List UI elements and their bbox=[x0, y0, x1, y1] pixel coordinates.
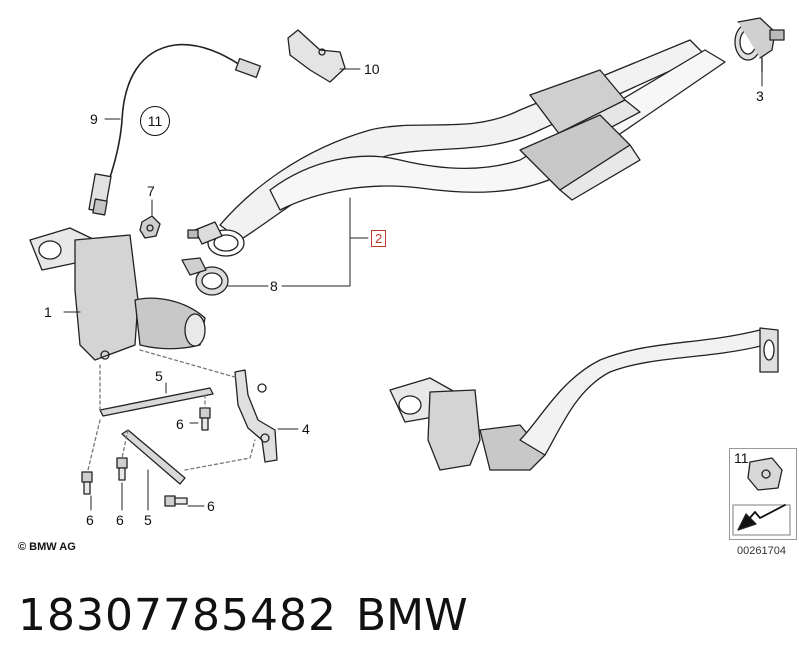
drawing-number: 00261704 bbox=[737, 545, 786, 557]
legend-box bbox=[729, 448, 797, 540]
oxygen-sensor-part-9 bbox=[88, 43, 262, 216]
callout-3: 3 bbox=[756, 88, 764, 104]
nut-part-7 bbox=[139, 215, 161, 239]
callout-6-a: 6 bbox=[176, 416, 184, 432]
part-number: 18307785482 bbox=[18, 590, 337, 641]
callout-8: 8 bbox=[270, 278, 278, 294]
callout-5-upper: 5 bbox=[155, 368, 163, 384]
callout-6-b: 6 bbox=[86, 512, 94, 528]
callout-9: 9 bbox=[90, 111, 98, 127]
copyright-notice: © BMW AG bbox=[18, 541, 76, 553]
leader-lines bbox=[63, 68, 763, 511]
callout-10: 10 bbox=[364, 61, 380, 77]
clamp-part-8 bbox=[181, 257, 229, 296]
catalytic-converter-part-1 bbox=[29, 227, 206, 361]
callout-6-c: 6 bbox=[116, 512, 124, 528]
callout-4: 4 bbox=[302, 421, 310, 437]
exhaust-assembly-overview bbox=[389, 327, 779, 471]
mounting-hardware bbox=[81, 349, 278, 507]
callout-7: 7 bbox=[147, 183, 155, 199]
clamp-part-3 bbox=[734, 17, 785, 73]
bracket-part-10 bbox=[287, 29, 346, 83]
callout-2-highlighted: 2 bbox=[371, 230, 387, 247]
twin-exhaust-pipe bbox=[187, 39, 726, 257]
callout-1: 1 bbox=[44, 304, 52, 320]
callout-6-d: 6 bbox=[207, 498, 215, 514]
legend-symbols bbox=[732, 457, 791, 536]
callout-11-circled: 11 bbox=[140, 106, 170, 136]
legend-callout-11: 11 bbox=[734, 450, 749, 466]
callout-5-lower: 5 bbox=[144, 512, 152, 528]
brand-name: BMW bbox=[356, 590, 468, 641]
